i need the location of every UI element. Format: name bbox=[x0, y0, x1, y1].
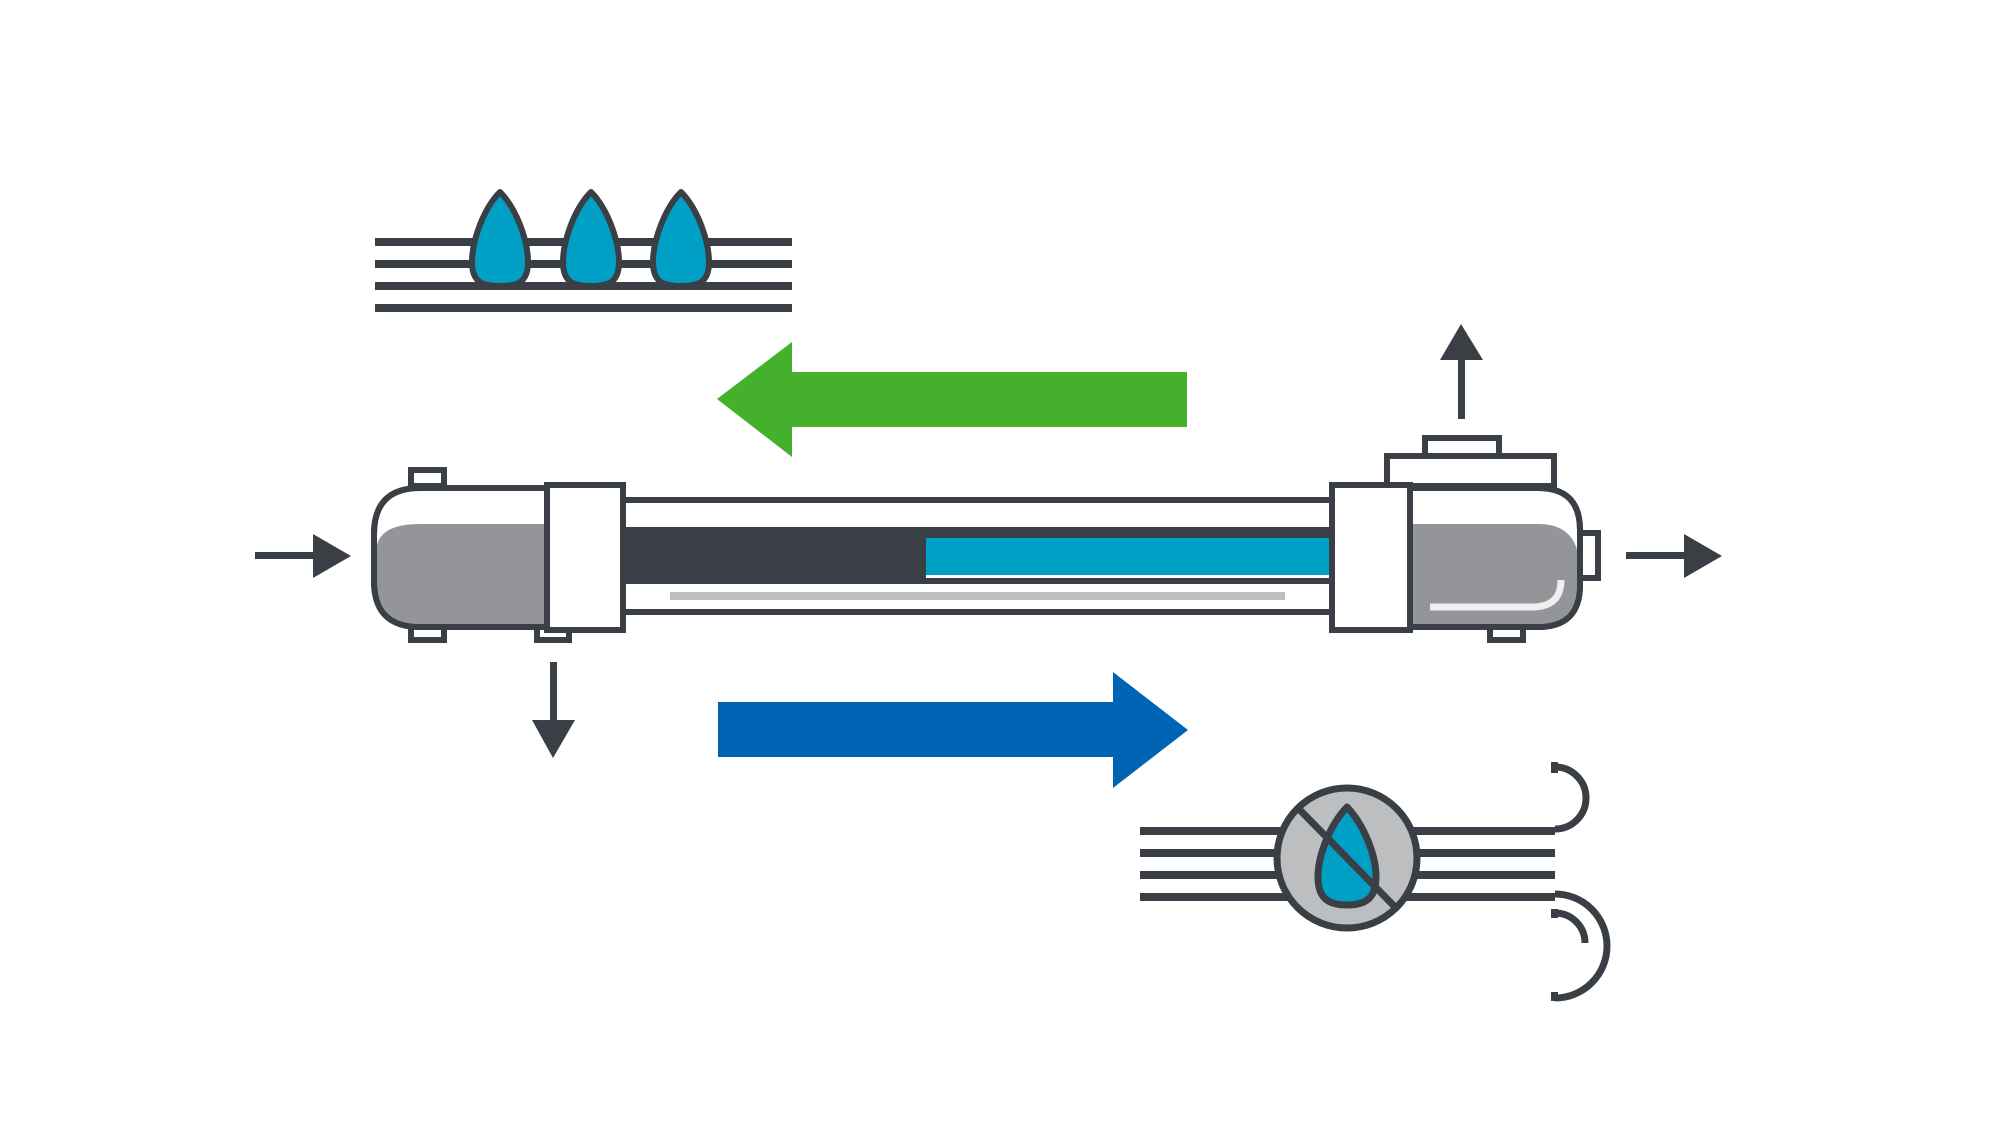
inlet-arrow bbox=[255, 534, 351, 578]
right-collar bbox=[1329, 482, 1413, 633]
no-water-icon bbox=[1273, 784, 1421, 932]
water-drop-icon-2 bbox=[560, 189, 622, 289]
dryer-tube bbox=[617, 497, 1338, 615]
right-chamber-fill bbox=[1413, 524, 1577, 624]
left-chamber-fill bbox=[377, 524, 544, 624]
blue-right-arrow bbox=[718, 672, 1188, 788]
membrane-dryer bbox=[371, 435, 1601, 643]
tube-highlight bbox=[670, 592, 1285, 600]
prohibition-slash bbox=[1295, 805, 1399, 911]
left-end-cap bbox=[371, 467, 626, 643]
purge-port-top bbox=[1422, 435, 1502, 459]
dry-air-icon bbox=[1140, 762, 1611, 1002]
membrane-core-water bbox=[926, 538, 1330, 575]
tube-inner-wall-top bbox=[620, 527, 1335, 533]
water-drop-icon-1 bbox=[469, 189, 531, 289]
drain-arrow bbox=[532, 662, 575, 758]
right-end-cap bbox=[1329, 435, 1601, 643]
green-left-arrow bbox=[717, 342, 1187, 457]
purge-port-base bbox=[1384, 453, 1557, 489]
fabric-line-4 bbox=[375, 304, 792, 312]
left-collar bbox=[544, 482, 626, 633]
wet-fabric-icon bbox=[375, 189, 792, 312]
water-drop-icon-3 bbox=[650, 189, 712, 289]
right-chamber-highlight bbox=[1430, 579, 1565, 611]
wind-swirl-icon bbox=[1551, 762, 1611, 1002]
membrane-core-water-edge bbox=[926, 533, 1330, 538]
tube-inner-wall-bottom bbox=[620, 578, 1335, 584]
purge-exhaust-arrow bbox=[1440, 324, 1483, 419]
left-mount-tab-top bbox=[408, 467, 447, 489]
membrane-core-dark bbox=[620, 533, 926, 578]
outlet-arrow bbox=[1626, 534, 1722, 578]
